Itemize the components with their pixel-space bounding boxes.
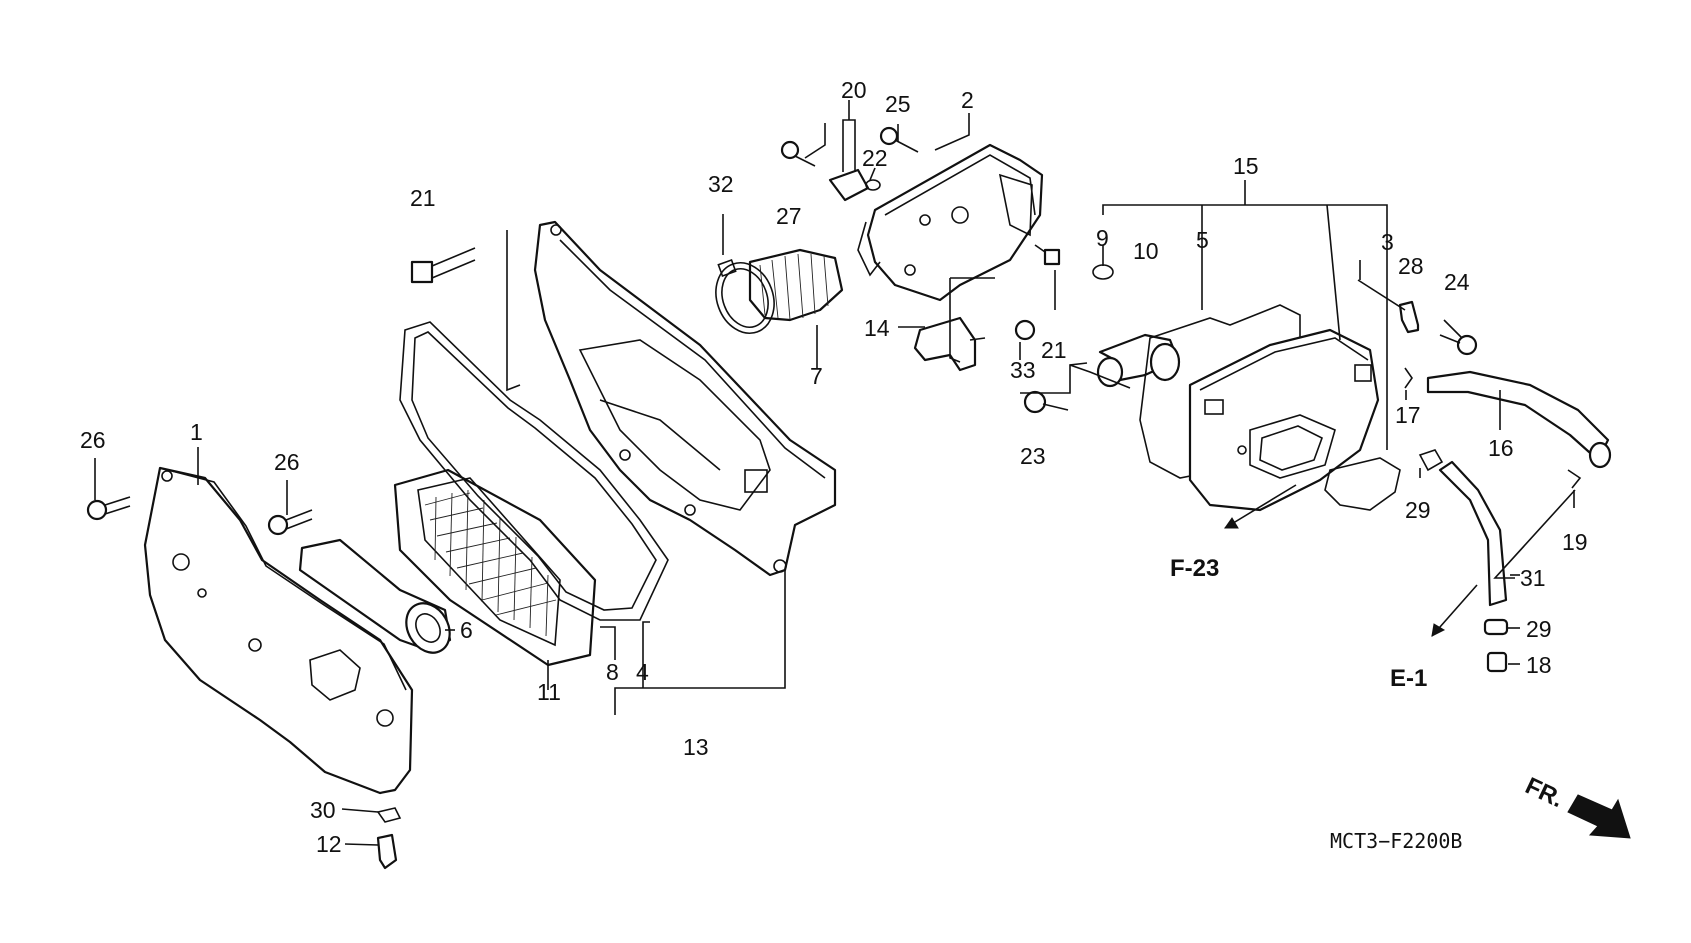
part-1-cover	[143, 466, 414, 795]
part-33-bolt	[1014, 319, 1036, 341]
part-32-clamp	[715, 258, 775, 334]
callout-29b: 29	[1526, 616, 1552, 642]
part-11-filter-element	[393, 468, 597, 667]
front-arrow	[1567, 794, 1631, 839]
callout-22: 22	[862, 145, 888, 171]
part-8-gasket	[399, 321, 669, 621]
callout-25: 25	[885, 91, 911, 117]
part-13-air-cleaner-case	[533, 220, 837, 577]
part-12-plug	[376, 833, 398, 870]
callout-12: 12	[316, 831, 342, 857]
callout-17: 17	[1395, 402, 1421, 428]
callout-labels: 1 2 3 4 5 6 7 8 9 10 11 12 13 14 15 16 1…	[80, 77, 1588, 857]
part-30-clip	[376, 807, 402, 823]
callout-27: 27	[776, 203, 802, 229]
callout-9: 9	[1096, 225, 1109, 251]
part-2-housing	[857, 143, 1044, 302]
callout-20: 20	[841, 77, 867, 103]
callout-30: 30	[310, 797, 336, 823]
part-25-screw	[879, 126, 919, 153]
callout-21a: 21	[410, 185, 436, 211]
callout-7: 7	[810, 363, 823, 389]
part-9-o-ring	[1092, 264, 1114, 280]
part-3-seal-ring	[1324, 457, 1401, 511]
drawing-code: MCT3−F2200B	[1330, 829, 1462, 853]
part-19-clip	[1567, 469, 1582, 489]
part-24-bolt	[1439, 334, 1478, 356]
callout-5: 5	[1196, 227, 1209, 253]
reference-f23: F-23	[1170, 555, 1219, 582]
part-29a-clamp	[1418, 449, 1444, 472]
callout-3: 3	[1381, 229, 1394, 255]
callout-8: 8	[606, 659, 619, 685]
callout-31: 31	[1520, 565, 1546, 591]
callout-32: 32	[708, 171, 734, 197]
part-21a-bolt	[410, 247, 476, 284]
part-28-bracket	[1398, 300, 1420, 334]
callout-15: 15	[1233, 153, 1259, 179]
callout-6: 6	[460, 617, 473, 643]
part-27-screw	[780, 140, 816, 167]
callout-16: 16	[1488, 435, 1514, 461]
part-18-cap	[1486, 651, 1508, 673]
part-4-seal	[411, 331, 657, 611]
part-3-valve-cover	[1188, 328, 1380, 512]
part-26a-screw	[86, 496, 131, 521]
callout-26b: 26	[274, 449, 300, 475]
callout-18: 18	[1526, 652, 1552, 678]
part-26b-screw	[267, 509, 313, 536]
part-23-bolt	[1023, 390, 1069, 414]
callout-28: 28	[1398, 253, 1424, 279]
part-6-intake-duct	[298, 538, 452, 654]
part-16-hose	[1426, 370, 1612, 469]
callout-2: 2	[961, 87, 974, 113]
callout-4: 4	[636, 659, 649, 685]
reference-e1: E-1	[1390, 665, 1427, 692]
callout-14: 14	[864, 315, 890, 341]
callout-1: 1	[190, 419, 203, 445]
callout-24: 24	[1444, 269, 1470, 295]
callout-23: 23	[1020, 443, 1046, 469]
callout-10: 10	[1133, 238, 1159, 264]
part-21b-bolt	[1034, 244, 1061, 266]
leader-lines	[94, 100, 1576, 846]
callout-21b: 21	[1041, 337, 1067, 363]
part-17-clip	[1404, 367, 1413, 389]
part-22-o-ring	[865, 179, 881, 191]
front-label: FR.	[1521, 772, 1567, 813]
part-31-tube	[1438, 460, 1508, 607]
part-20-plate	[828, 168, 870, 202]
callout-11: 11	[537, 679, 561, 705]
callout-26a: 26	[80, 427, 106, 453]
part-29b-clamp	[1483, 618, 1509, 636]
part-7-funnel	[748, 248, 844, 322]
part-10-joint	[1096, 333, 1181, 388]
callout-13: 13	[683, 734, 709, 760]
callout-33: 33	[1010, 357, 1036, 383]
callout-29a: 29	[1405, 497, 1431, 523]
part-14-bracket	[913, 316, 977, 372]
callout-19: 19	[1562, 529, 1588, 555]
